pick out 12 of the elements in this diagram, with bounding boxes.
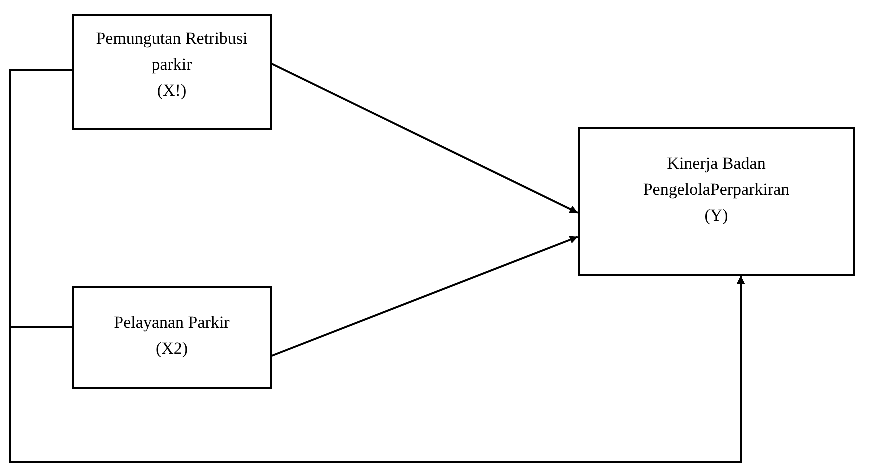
variable-symbol: (X!) — [157, 80, 187, 102]
arrow — [272, 63, 578, 214]
variable-name: Kinerja Badan PengelolaPerparkiran — [642, 153, 791, 201]
variable-box — [72, 286, 272, 389]
variable-symbol: (Y) — [704, 205, 728, 227]
variable-box — [578, 127, 855, 276]
arrow — [272, 236, 578, 357]
variable-symbol: (X2) — [156, 338, 188, 360]
variable-box — [72, 14, 272, 130]
variable-name: Pelayanan Parkir — [114, 312, 230, 334]
variable-name: Pemungutan Retribusi parkir — [95, 28, 249, 76]
arrow — [9, 276, 745, 463]
